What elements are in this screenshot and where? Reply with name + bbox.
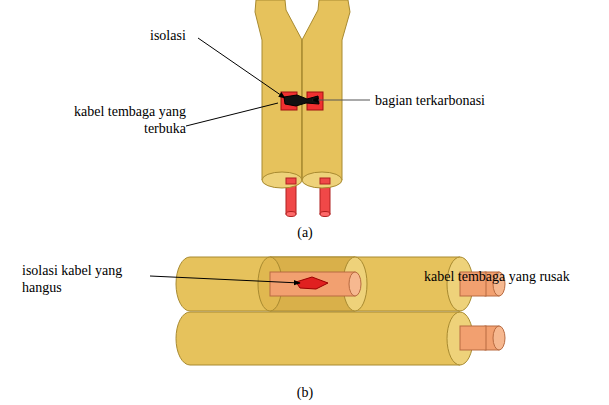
figure-label: (b) [297, 384, 313, 401]
leader-line [312, 100, 370, 101]
figure-label: (a) [297, 224, 313, 241]
cable-a [255, 0, 350, 217]
part-label: bagian terkarbonasi [375, 92, 485, 109]
leader-lines [150, 38, 370, 283]
part-label: isolasi [150, 27, 186, 44]
part-label: kabel tembaga yang terbuka [62, 103, 186, 137]
leader-line [150, 276, 300, 283]
part-label: kabel tembaga yang rusak [424, 268, 599, 285]
leader-line [198, 38, 285, 98]
part-label: isolasi kabel yang hangus [22, 262, 148, 296]
leader-line [186, 103, 278, 126]
